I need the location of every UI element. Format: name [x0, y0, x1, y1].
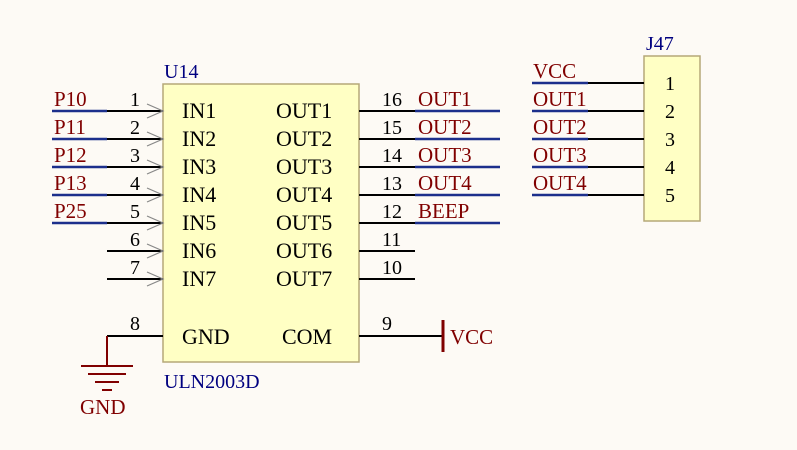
net-label-out1: OUT1: [533, 87, 587, 111]
u14-part-name: ULN2003D: [164, 371, 260, 393]
pin-name: OUT3: [276, 154, 332, 179]
pin-number: 6: [130, 229, 140, 251]
net-label-out4: OUT4: [418, 171, 472, 195]
net-label-beep: BEEP: [418, 199, 469, 223]
pin-name: IN1: [182, 98, 216, 123]
j47-pin-1: VCC 1: [532, 59, 675, 95]
input-pin-5: 5 IN5 P25: [52, 199, 216, 235]
input-arrow-icon: [146, 187, 165, 203]
pin-number: 1: [130, 89, 140, 111]
net-label-out2: OUT2: [418, 115, 472, 139]
vcc-power-symbol: VCC: [441, 320, 493, 352]
net-label-p11: P11: [54, 115, 86, 139]
net-label-p13: P13: [54, 171, 87, 195]
j47-pin-3: OUT2 3: [532, 115, 675, 151]
u14-output-pins: 16 OUT1 OUT1 15 OUT2 OUT2 14 OUT3 OUT3: [276, 87, 500, 291]
input-pin-7: 7 IN7: [107, 257, 216, 291]
pin-name: OUT1: [276, 98, 332, 123]
u14-designator: U14: [164, 61, 198, 83]
net-label-out3: OUT3: [533, 143, 587, 167]
pin-name: IN2: [182, 126, 216, 151]
pin-name: OUT5: [276, 210, 332, 235]
pin-name: IN7: [182, 266, 216, 291]
output-pin-14: 14 OUT3 OUT3: [276, 143, 500, 179]
output-pin-13: 13 OUT4 OUT4: [276, 171, 500, 207]
pin-name: OUT4: [276, 182, 332, 207]
ground-symbol: GND: [80, 336, 133, 419]
net-label-p10: P10: [54, 87, 87, 111]
net-label-p25: P25: [54, 199, 87, 223]
pin-name: OUT6: [276, 238, 332, 263]
u14-component: U14 ULN2003D 1 IN1 P10 2 IN2 P11: [52, 61, 500, 393]
input-arrow-icon: [146, 103, 165, 119]
pin-number: 10: [382, 257, 402, 279]
output-pin-16: 16 OUT1 OUT1: [276, 87, 500, 123]
net-label-p12: P12: [54, 143, 87, 167]
pin-number: 5: [665, 185, 675, 207]
j47-pin-4: OUT3 4: [532, 143, 675, 179]
pin-name: IN5: [182, 210, 216, 235]
input-arrow-icon: [146, 271, 165, 287]
input-pin-4: 4 IN4 P13: [52, 171, 216, 207]
pin-number: 4: [130, 173, 140, 195]
j47-pin-2: OUT1 2: [532, 87, 675, 123]
pin-number: 1: [665, 73, 675, 95]
j47-pin-5: OUT4 5: [532, 171, 675, 207]
input-pin-1: 1 IN1 P10: [52, 87, 216, 123]
pin-name: GND: [182, 324, 230, 349]
pin-number: 11: [382, 229, 401, 251]
input-pin-6: 6 IN6: [107, 229, 216, 263]
vcc-label: VCC: [450, 325, 493, 349]
j47-designator: J47: [646, 33, 674, 55]
com-pin-9: 9 COM: [282, 313, 443, 349]
output-pin-15: 15 OUT2 OUT2: [276, 115, 500, 151]
pin-number: 7: [130, 257, 140, 279]
input-arrow-icon: [146, 215, 165, 231]
u14-input-pins: 1 IN1 P10 2 IN2 P11 3 IN3 P12: [52, 87, 216, 291]
pin-number: 5: [130, 201, 140, 223]
net-label-vcc: VCC: [533, 59, 576, 83]
pin-number: 8: [130, 313, 140, 335]
input-arrow-icon: [146, 131, 165, 147]
pin-number: 4: [665, 157, 675, 179]
pin-number: 16: [382, 89, 402, 111]
u14-body: [162, 83, 360, 363]
pin-number: 3: [130, 145, 140, 167]
pin-number: 9: [382, 313, 392, 335]
net-label-out2: OUT2: [533, 115, 587, 139]
input-pin-3: 3 IN3 P12: [52, 143, 216, 179]
pin-number: 14: [382, 145, 402, 167]
pin-name: OUT7: [276, 266, 332, 291]
output-pin-11: 11 OUT6: [276, 229, 415, 263]
pin-name: OUT2: [276, 126, 332, 151]
pin-number: 15: [382, 117, 402, 139]
pin-number: 2: [130, 117, 140, 139]
output-pin-12: 12 OUT5 BEEP: [276, 199, 500, 235]
input-pin-2: 2 IN2 P11: [52, 115, 216, 151]
net-label-out1: OUT1: [418, 87, 472, 111]
gnd-label: GND: [80, 395, 126, 419]
pin-name: IN3: [182, 154, 216, 179]
output-pin-10: 10 OUT7: [276, 257, 415, 291]
net-label-out3: OUT3: [418, 143, 472, 167]
input-arrow-icon: [146, 243, 165, 259]
input-arrow-icon: [146, 159, 165, 175]
pin-number: 3: [665, 129, 675, 151]
j47-body: [643, 55, 701, 222]
pin-name: COM: [282, 324, 332, 349]
pin-number: 13: [382, 173, 402, 195]
pin-name: IN4: [182, 182, 216, 207]
pin-name: IN6: [182, 238, 216, 263]
gnd-pin-8: 8 GND: [107, 313, 230, 349]
pin-number: 2: [665, 101, 675, 123]
ground-icon: [81, 365, 133, 391]
j47-connector: J47 VCC 1 OUT1 2 OUT2 3 OUT3 4: [532, 33, 701, 222]
net-label-out4: OUT4: [533, 171, 587, 195]
pin-number: 12: [382, 201, 402, 223]
